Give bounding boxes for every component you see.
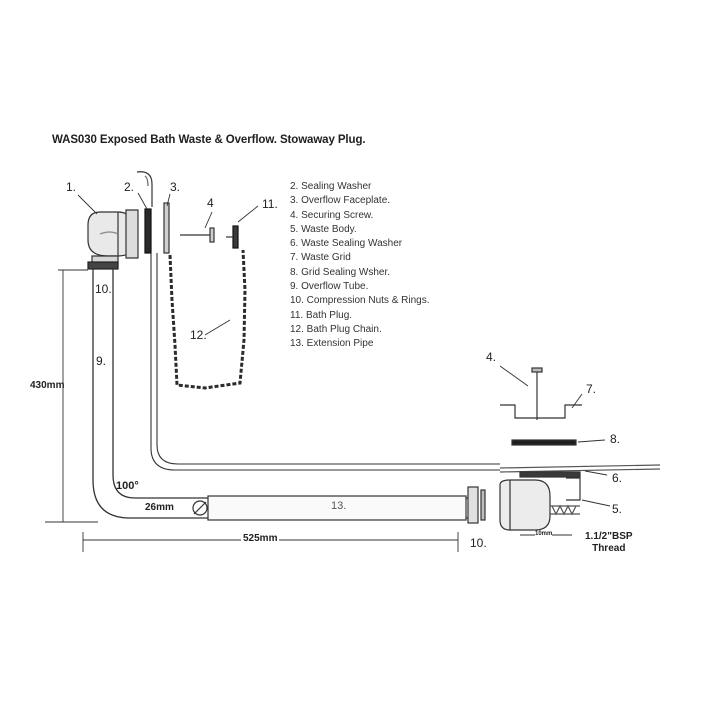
callout-13: 13. [331,500,347,512]
callout-3: 3. [170,180,181,194]
parts-legend: 2. Sealing Washer 3. Overflow Faceplate.… [290,180,430,352]
leader-lines [77,192,611,507]
overflow-faceplate-part-3 [163,202,170,254]
legend-item: 10. Compression Nuts & Rings. [290,295,430,307]
diagram-title: WAS030 Exposed Bath Waste & Overflow. St… [52,134,366,146]
sealing-washer-part-2 [144,208,152,254]
legend-item: 13. Extension Pipe [290,338,374,350]
legend-item: 7. Waste Grid [290,252,351,264]
legend-item: 9. Overflow Tube. [290,281,369,293]
overflow-pipe [150,253,500,471]
thread-spec: 1.1/2"BSP Thread [585,531,633,555]
waste-grid-part-7 [500,404,582,419]
waste-sealing-washer-part-6 [499,464,661,478]
callout-1: 1. [66,180,77,194]
legend-item: 12. Bath Plug Chain. [290,323,382,335]
overflow-tube-part-9 [92,269,470,519]
callout-9: 9. [96,354,107,368]
pipe-diameter: 26mm [145,502,174,513]
callout-4: 4 [207,196,214,210]
legend-item: 3. Overflow Faceplate. [290,195,391,207]
bath-plug-part-11 [226,225,239,249]
callout-8: 8. [610,432,621,446]
extension-pipe-part-13 [207,495,467,521]
callout-2: 2. [124,180,135,194]
securing-screw-part-4 [180,227,215,243]
callout-4-lower: 4. [486,350,497,364]
length-dimension: 525mm [241,533,280,544]
compression-nut-bottom [467,486,479,524]
legend-item: 5. Waste Body. [290,223,357,235]
height-dimension: 430mm [30,380,65,391]
legend-item: 2. Sealing Washer [290,181,372,192]
pipe-diameter-symbol [192,500,208,516]
securing-screw-lower [531,367,543,420]
callout-5: 5. [612,502,623,516]
overflow-elbow-part-1 [87,209,139,267]
compression-nut-top [87,261,119,270]
callout-10-bottom: 10. [470,536,487,550]
grid-sealing-washer-part-8 [511,439,577,446]
legend-item: 8. Grid Sealing Wsher. [290,266,391,278]
thread-spec-line-1: 1.1/2"BSP [585,531,633,542]
legend-item: 6. Waste Sealing Washer [290,238,403,250]
callout-10-top: 10. [95,282,112,296]
plug-chain-part-12 [168,249,247,390]
thread-spec-line-2: Thread [592,543,626,554]
callout-6: 6. [612,471,623,485]
legend-item: 11. Bath Plug. [290,309,353,321]
waste-body-part-5 [499,477,581,531]
callout-12: 12. [190,328,207,342]
small-dimension: 10mm [535,531,553,537]
callout-11: 11. [262,197,278,211]
bend-angle: 100° [116,480,139,492]
callout-7: 7. [586,382,597,396]
legend-item: 4. Securing Screw. [290,209,374,221]
